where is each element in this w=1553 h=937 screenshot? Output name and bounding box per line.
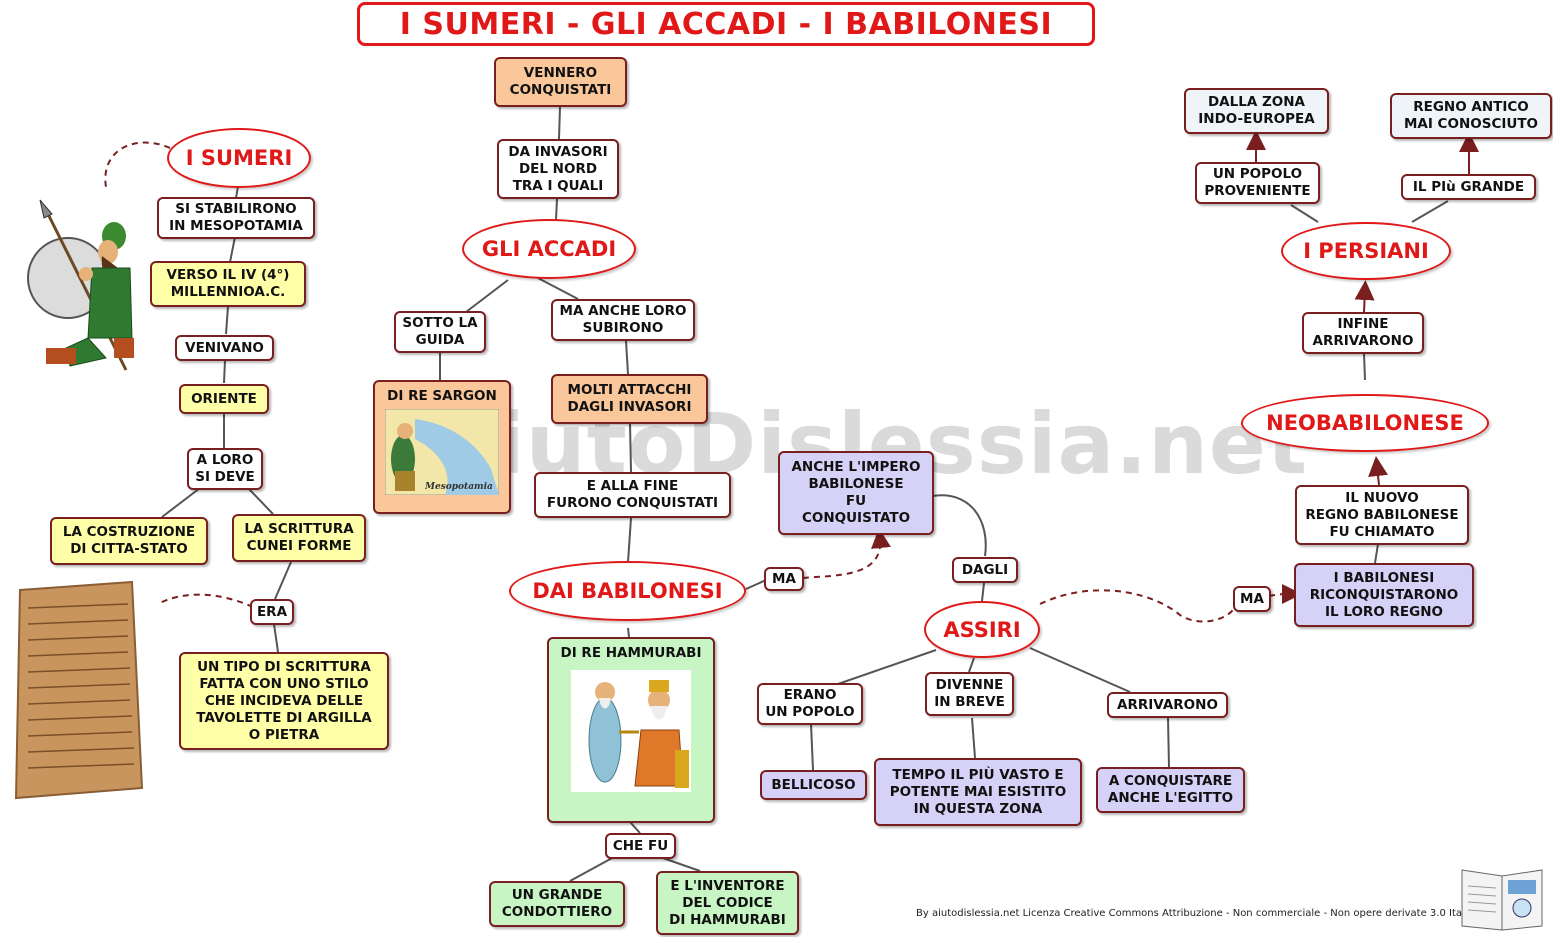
node-a-loro: A LORO SI DEVE [187,448,263,490]
node-alla-fine: E ALLA FINE FURONO CONQUISTATI [534,472,731,518]
node-ma-assiri: MA [1233,586,1271,612]
node-arrivarono: ARRIVARONO [1107,692,1228,718]
sargon-label: DI RE SARGON [387,388,497,404]
page-title: I SUMERI - GLI ACCADI - I BABILONESI [357,2,1095,46]
node-che-fu: CHE FU [605,833,676,859]
node-venivano: VENIVANO [175,335,274,361]
license-credit: By aiutodislessia.net Licenza Creative C… [916,908,1474,919]
node-tipo-scrittura: UN TIPO DI SCRITTURA FATTA CON UNO STILO… [179,652,389,750]
node-tempo: TEMPO IL PIÙ VASTO E POTENTE MAI ESISTIT… [874,758,1082,826]
node-erano: ERANO UN POPOLO [757,683,863,725]
mesopotamia-map-image: Mesopotamia [385,409,499,495]
node-costruzione: LA COSTRUZIONE DI CITTA-STATO [50,517,208,565]
book-logo-icon [1461,869,1543,931]
ellipse-assiri: ASSIRI [924,601,1040,658]
node-invasori: DA INVASORI DEL NORD TRA I QUALI [497,139,619,199]
node-ma-babilonesi: MA [764,567,804,591]
node-popolo: UN POPOLO PROVENIENTE [1195,162,1320,204]
hammurabi-label: DI RE HAMMURABI [560,645,702,661]
map-label: Mesopotamia [424,482,493,492]
node-dagli: DAGLI [952,557,1018,583]
node-egitto: A CONQUISTARE ANCHE L'EGITTO [1096,767,1245,813]
node-impero: ANCHE L'IMPERO BABILONESE FU CONQUISTATO [778,451,934,535]
node-vennero: VENNERO CONQUISTATI [494,57,627,107]
node-regno-antico: REGNO ANTICO MAI CONOSCIUTO [1390,93,1552,139]
node-scrittura: LA SCRITTURA CUNEI FORME [232,514,366,562]
node-ma-anche: MA ANCHE LORO SUBIRONO [551,299,695,341]
node-piu-grande: IL PIù GRANDE [1401,174,1536,200]
node-era: ERA [250,599,294,625]
node-bellicoso: BELLICOSO [760,770,867,800]
node-inventore: E L'INVENTORE DEL CODICE DI HAMMURABI [656,871,799,935]
cuneiform-tablet-image [14,580,144,800]
ellipse-neobabilonese: NEOBABILONESE [1241,394,1489,452]
sumerian-soldier-image [27,199,134,371]
node-condottiero: UN GRANDE CONDOTTIERO [489,881,625,927]
ellipse-persiani: I PERSIANI [1281,222,1451,280]
node-nuovo-regno: IL NUOVO REGNO BABILONESE FU CHIAMATO [1295,485,1469,545]
node-oriente: ORIENTE [179,384,269,414]
node-sotto-guida: SOTTO LA GUIDA [394,311,486,353]
ellipse-babilonesi: DAI BABILONESI [509,561,746,621]
node-riconquistarono: I BABILONESI RICONQUISTARONO IL LORO REG… [1294,563,1474,627]
ellipse-sumeri: I SUMERI [167,128,311,188]
node-divenne: DIVENNE IN BREVE [925,672,1014,716]
ellipse-accadi: GLI ACCADI [462,219,636,279]
node-hammurabi: DI RE HAMMURABI [547,637,715,823]
node-infine: INFINE ARRIVARONO [1302,312,1424,354]
node-stabilirono: SI STABILIRONO IN MESOPOTAMIA [157,197,315,239]
hammurabi-image [571,670,691,792]
node-zona: DALLA ZONA INDO-EUROPEA [1184,88,1329,134]
node-attacchi: MOLTI ATTACCHI DAGLI INVASORI [551,374,708,424]
node-sargon: DI RE SARGON Mesopotamia [373,380,511,514]
node-millennio: VERSO IL IV (4°) MILLENNIOA.C. [150,261,306,307]
